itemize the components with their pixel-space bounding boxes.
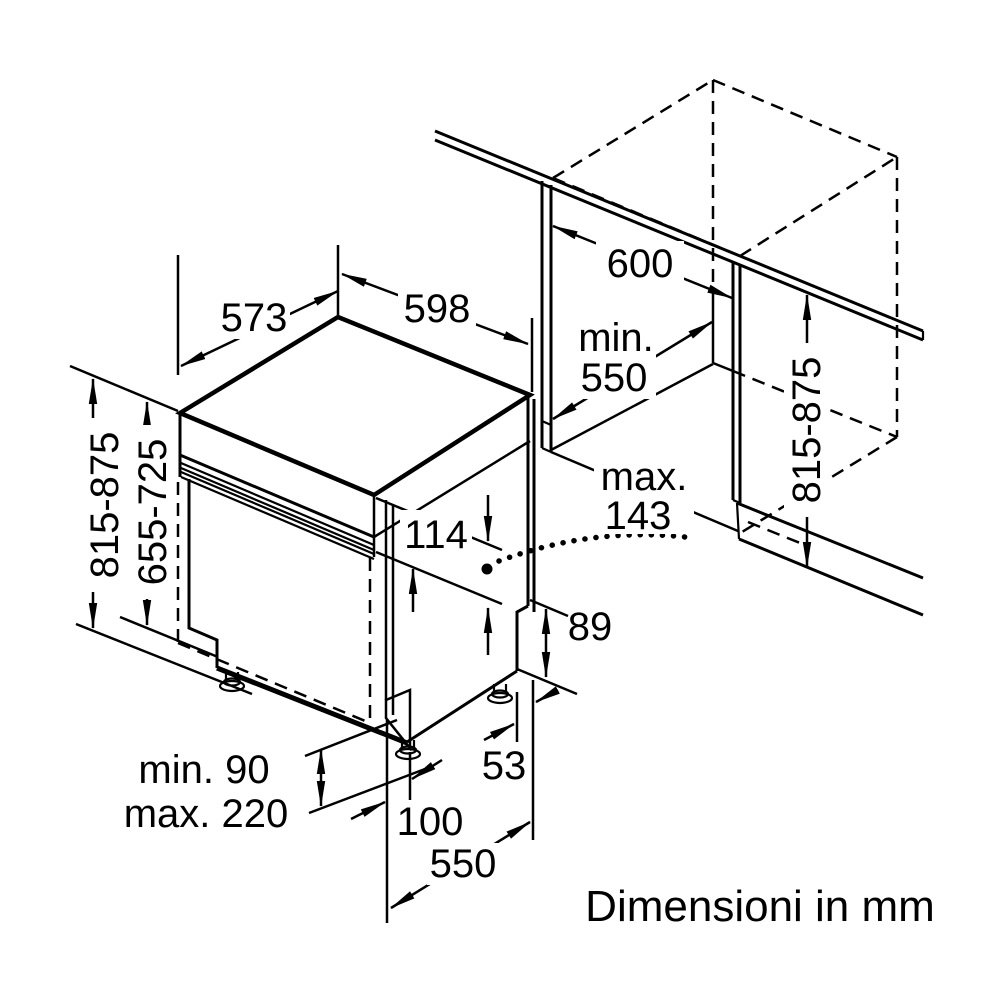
right-cabinet-plinth (735, 501, 924, 617)
dim-foot-offset-arrow-left (350, 800, 386, 821)
label-door-clearance: max. 143 (594, 455, 694, 538)
dimension-labels: 573 598 600 min. 550 815-875 655-725 815… (82, 241, 935, 931)
label-top-width: 598 (398, 287, 476, 331)
plinth-leader-upper (304, 718, 398, 758)
front-right-foot (394, 740, 422, 761)
label-niche-height-left: 815-875 (82, 418, 127, 592)
rear-recess-notch (515, 604, 529, 671)
body-bottom-extension (119, 615, 219, 659)
dishwasher-rear-edge (515, 395, 536, 671)
svg-text:89: 89 (568, 605, 613, 649)
label-front-panel-height: 655-725 (130, 425, 175, 599)
label-door-top-offset: 114 (400, 510, 472, 558)
worktop (434, 129, 925, 342)
caption: Dimensioni in mm (585, 882, 935, 931)
label-rear-recess-height: 89 (568, 605, 613, 649)
svg-text:Dimensioni in mm: Dimensioni in mm (585, 882, 935, 931)
dim-recess-depth-arrow-right (535, 686, 560, 704)
label-niche-depth-min: min. 550 (576, 316, 656, 400)
svg-text:max.: max. (601, 455, 688, 499)
furniture-door-outline-dashed (176, 482, 372, 725)
recess-bottom-extension (516, 667, 578, 696)
svg-text:100: 100 (397, 800, 464, 844)
svg-text:655-725: 655-725 (131, 439, 175, 586)
svg-text:53: 53 (482, 744, 527, 788)
svg-text:max. 220: max. 220 (124, 792, 289, 836)
svg-text:600: 600 (607, 242, 674, 286)
door-top-stripes (180, 461, 375, 561)
label-foot-to-rear: 550 (427, 842, 501, 886)
floor-extension (75, 622, 253, 696)
label-worktop-depth: 600 (596, 241, 684, 286)
svg-text:815-875: 815-875 (785, 357, 829, 504)
label-foot-offset: 100 (397, 800, 464, 844)
label-plinth-max: max. 220 (124, 792, 289, 836)
door-clearance-arc (481, 531, 688, 575)
svg-text:143: 143 (605, 494, 672, 538)
label-top-depth: 573 (218, 295, 290, 340)
label-plinth-min: min. 90 (138, 748, 269, 792)
label-niche-height-right: 815-875 (784, 343, 829, 517)
svg-text:114: 114 (404, 513, 468, 557)
recess-top-extension (529, 598, 569, 618)
dim-foot-offset-arrow-right (411, 758, 443, 781)
dishwasher-top-face (175, 314, 535, 498)
niche-right-wall (731, 262, 742, 505)
top-corner-extension (69, 364, 179, 413)
label-rear-recess-depth: 53 (482, 744, 527, 788)
svg-text:550: 550 (581, 356, 648, 400)
rear-right-foot (486, 684, 514, 705)
svg-text:min. 90: min. 90 (138, 748, 269, 792)
dishwasher-front-right-edges (384, 500, 395, 715)
dishwasher-body (175, 314, 536, 761)
extension-lines (69, 245, 578, 923)
door-pivot-dot (481, 563, 493, 575)
niche-left-wall (540, 181, 553, 454)
plinth-leader-lower (308, 767, 426, 815)
svg-text:815-875: 815-875 (83, 432, 127, 579)
svg-text:598: 598 (404, 287, 471, 331)
svg-text:min.: min. (578, 316, 654, 360)
kitchen-niche (434, 78, 925, 617)
dim-recess-depth-arrow-left (483, 722, 515, 742)
door-top-extension (375, 550, 503, 606)
svg-text:550: 550 (430, 842, 497, 886)
svg-text:573: 573 (221, 296, 288, 340)
